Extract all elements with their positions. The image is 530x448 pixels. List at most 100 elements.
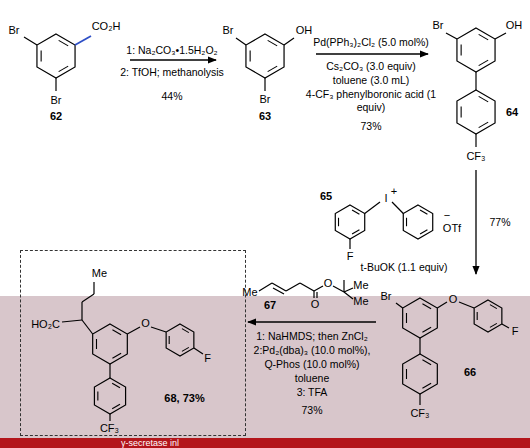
ring-outline bbox=[246, 34, 284, 78]
bond-line bbox=[127, 327, 140, 334]
atom-label: Br bbox=[381, 290, 392, 302]
reaction-arrow bbox=[475, 170, 476, 274]
ring-double-bond bbox=[479, 60, 489, 65]
atom-label: O bbox=[449, 293, 458, 305]
compound: BrCO₂HBr62 bbox=[4, 4, 128, 126]
reaction-condition: 73% bbox=[301, 404, 322, 417]
ring-double-bond bbox=[112, 330, 121, 335]
ring-double-bond bbox=[59, 40, 69, 45]
atom-label: OH bbox=[296, 24, 313, 36]
reaction-condition: 44% bbox=[161, 90, 182, 103]
ring-outline bbox=[335, 205, 364, 239]
ring-outline bbox=[403, 205, 432, 239]
ring-double-bond bbox=[338, 218, 339, 226]
ring-outline bbox=[403, 298, 438, 338]
benzene-rings bbox=[37, 28, 502, 414]
reaction-condition: t-BuOK (1.1 equiv) bbox=[361, 261, 448, 274]
compound-number: 62 bbox=[50, 110, 62, 122]
atom-label: Br bbox=[9, 24, 20, 36]
atom-label: Br bbox=[51, 94, 62, 106]
bond-line bbox=[459, 302, 474, 308]
atom-label: Me bbox=[353, 279, 368, 291]
footer-note: γ-secretase inl bbox=[121, 438, 179, 448]
ring-double-bond bbox=[169, 336, 170, 344]
bond-line bbox=[313, 291, 314, 298]
ring-double-bond bbox=[477, 312, 478, 320]
ring-double-bond bbox=[490, 323, 497, 327]
ring-double-bond bbox=[461, 45, 462, 56]
bond-line bbox=[273, 288, 284, 294]
reaction-condition: toluene bbox=[295, 372, 329, 385]
atom-label: F bbox=[512, 325, 519, 337]
reaction-condition: 2: TfOH; methanolysis bbox=[120, 66, 224, 79]
bond-line bbox=[300, 283, 314, 291]
atom-label: CF₃ bbox=[100, 421, 119, 433]
compound: BrOFCF₃66 bbox=[378, 276, 528, 424]
ring-double-bond bbox=[479, 122, 489, 127]
bond-line bbox=[344, 288, 353, 292]
ring-double-bond bbox=[422, 304, 431, 309]
bond-line bbox=[24, 37, 37, 45]
atom-label: F bbox=[347, 250, 354, 262]
bond-line bbox=[446, 33, 457, 39]
ring-outline bbox=[474, 300, 502, 332]
reaction-condition: 2:Pd₂(dba)₃ (10.0 mol%), bbox=[254, 344, 371, 357]
reaction-condition: 1: NaHMDS; then ZnCl₂ bbox=[256, 330, 367, 343]
compound: BrOHCF₃64 bbox=[430, 4, 526, 168]
ring-double-bond bbox=[422, 383, 431, 388]
bond-line bbox=[314, 286, 323, 291]
compound-number: 63 bbox=[259, 110, 271, 122]
ring-double-bond bbox=[182, 329, 189, 333]
atom-label: F bbox=[204, 351, 211, 363]
ring-outline bbox=[457, 90, 495, 134]
ring-outline bbox=[94, 378, 125, 414]
atom-label: Br bbox=[260, 93, 271, 105]
bond-line bbox=[495, 33, 506, 39]
ring-outline bbox=[37, 34, 75, 78]
bond-line bbox=[419, 338, 420, 354]
bond-line bbox=[62, 320, 82, 322]
reaction-condition: 77% bbox=[489, 216, 510, 229]
reaction-arrow bbox=[316, 53, 428, 54]
bond-line bbox=[502, 324, 509, 328]
ring-double-bond bbox=[406, 369, 407, 379]
ring-double-bond bbox=[406, 218, 407, 226]
reaction-condition: toluene (3.0 mL) bbox=[333, 74, 409, 87]
compound-number: 65 bbox=[320, 190, 332, 202]
bond-line bbox=[316, 292, 317, 298]
atom-label: O bbox=[324, 277, 333, 289]
compound: I+−OTfF65 bbox=[318, 186, 468, 262]
atom-label: − bbox=[444, 209, 450, 221]
bond-line bbox=[349, 239, 350, 249]
atom-label: CF₃ bbox=[410, 407, 429, 419]
atom-label: HO₂C bbox=[31, 317, 60, 329]
ring-outline bbox=[403, 354, 438, 394]
atom-label: O bbox=[141, 316, 150, 328]
bond-line bbox=[82, 320, 93, 334]
red-bar bbox=[0, 438, 530, 448]
bond-line bbox=[109, 364, 110, 378]
ring-double-bond bbox=[268, 66, 278, 71]
compound-number: 64 bbox=[506, 106, 518, 118]
bond-line bbox=[419, 394, 420, 405]
bond-line bbox=[259, 283, 272, 291]
ring-double-bond bbox=[59, 66, 69, 71]
ring-double-bond bbox=[422, 327, 431, 332]
reaction-arrow bbox=[248, 321, 376, 322]
ring-double-bond bbox=[96, 339, 97, 349]
bond-line bbox=[81, 302, 82, 320]
reaction-arrow bbox=[130, 59, 216, 60]
bond-line bbox=[109, 414, 110, 421]
ring-double-bond bbox=[479, 96, 489, 101]
bond-line bbox=[236, 38, 246, 45]
reaction-condition: Pd(PPh₃)₂Cl₂ (5.0 mol%) bbox=[313, 36, 429, 49]
reaction-condition: 73% bbox=[360, 120, 381, 133]
bonds bbox=[24, 33, 509, 421]
ring-outline bbox=[93, 324, 128, 364]
atom-label: O bbox=[311, 298, 320, 310]
reaction-condition: 4-CF₃ phenylboronic acid (1 equiv) bbox=[301, 88, 441, 113]
atom-label: Br bbox=[433, 19, 444, 31]
ring-double-bond bbox=[41, 51, 42, 62]
atom-label: + bbox=[391, 185, 397, 197]
